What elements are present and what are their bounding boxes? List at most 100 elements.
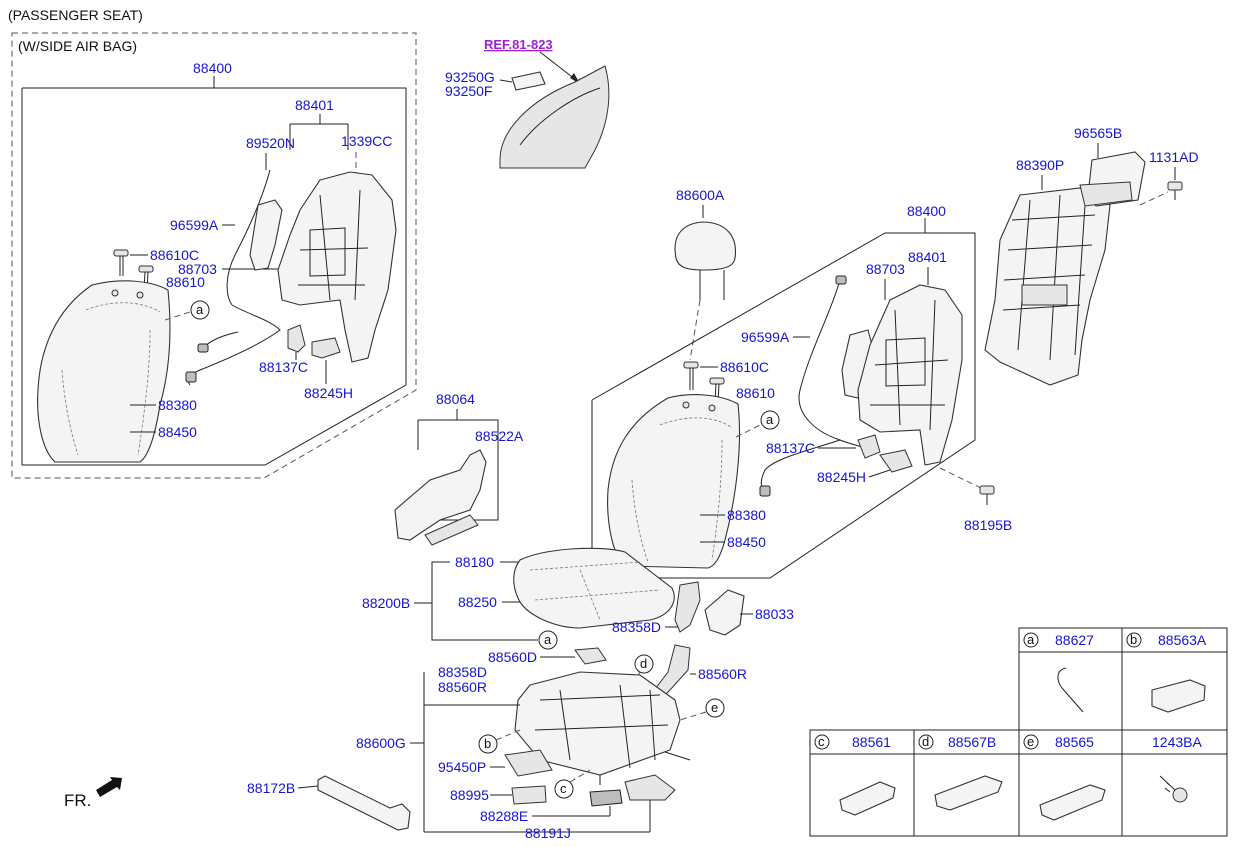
label-93250G[interactable]: 93250G bbox=[445, 69, 495, 85]
label-88245H-right[interactable]: 88245H bbox=[817, 469, 866, 485]
side-airbag-group: (W/SIDE AIR BAG) 88400 88401 89520N 1339… bbox=[11, 32, 417, 479]
label-88522A[interactable]: 88522A bbox=[475, 428, 524, 444]
ref-link[interactable]: REF.81-823 bbox=[484, 37, 553, 52]
cushion-group: 88180 88200B 88250 a 88033 88358D 88560R bbox=[362, 547, 794, 701]
legend-key-e: e bbox=[1027, 734, 1034, 749]
label-88137C-right[interactable]: 88137C bbox=[766, 440, 815, 456]
label-88450-left[interactable]: 88450 bbox=[158, 424, 197, 440]
callout-c: c bbox=[560, 781, 567, 796]
bolt-1131AD bbox=[1167, 181, 1183, 200]
seat-back-frame-right bbox=[857, 284, 963, 466]
recliner-88245H-right bbox=[879, 449, 913, 473]
label-96565B[interactable]: 96565B bbox=[1074, 125, 1122, 141]
label-96599A-left[interactable]: 96599A bbox=[170, 217, 219, 233]
label-88180[interactable]: 88180 bbox=[455, 554, 494, 570]
clip-88563A-icon bbox=[1151, 679, 1206, 713]
bolt-88195B bbox=[979, 485, 995, 505]
label-88610C-left[interactable]: 88610C bbox=[150, 247, 199, 263]
label-88400-right[interactable]: 88400 bbox=[907, 203, 946, 219]
seat-back-group-right: 88600A 88400 88401 88703 96599A bbox=[591, 187, 1012, 579]
legend-part-88627[interactable]: 88627 bbox=[1055, 632, 1094, 648]
diagram-title: (PASSENGER SEAT) bbox=[8, 7, 143, 23]
legend-part-88561[interactable]: 88561 bbox=[852, 734, 891, 750]
legend-key-c: c bbox=[818, 734, 825, 749]
label-88703-right[interactable]: 88703 bbox=[866, 261, 905, 277]
label-88401-left[interactable]: 88401 bbox=[295, 97, 334, 113]
label-88137C-left[interactable]: 88137C bbox=[259, 359, 308, 375]
back-panel-group: 88390P 96565B 1131AD bbox=[984, 125, 1199, 386]
legend-table: a 88627 b 88563A c 88561 d 88567B e 8856… bbox=[809, 627, 1228, 837]
module-96565B bbox=[1079, 151, 1146, 207]
label-88610C-right[interactable]: 88610C bbox=[720, 359, 769, 375]
clip-88627-icon bbox=[1057, 667, 1084, 713]
label-88703-left[interactable]: 88703 bbox=[178, 261, 217, 277]
label-1131AD[interactable]: 1131AD bbox=[1149, 149, 1199, 165]
side-cover-group: 88064 88522A bbox=[394, 391, 524, 546]
label-88600G[interactable]: 88600G bbox=[356, 735, 406, 751]
label-89520N-left[interactable]: 89520N bbox=[246, 135, 295, 151]
headrest-88600A bbox=[674, 221, 736, 300]
legend-part-88567B[interactable]: 88567B bbox=[948, 734, 996, 750]
callout-a-right: a bbox=[766, 412, 774, 427]
callout-d: d bbox=[640, 656, 647, 671]
side-airbag-group-label: (W/SIDE AIR BAG) bbox=[18, 38, 137, 54]
seat-back-cover-left bbox=[37, 280, 171, 463]
legend-key-b: b bbox=[1130, 632, 1137, 647]
label-88560D[interactable]: 88560D bbox=[488, 649, 537, 665]
label-93250F[interactable]: 93250F bbox=[445, 83, 492, 99]
clip-88565-icon bbox=[1039, 784, 1106, 821]
label-88600A[interactable]: 88600A bbox=[676, 187, 725, 203]
label-88610-left[interactable]: 88610 bbox=[166, 274, 205, 290]
recliner-88137C-right bbox=[857, 434, 881, 459]
label-88560R-top[interactable]: 88560R bbox=[698, 666, 747, 682]
callout-e: e bbox=[711, 700, 718, 715]
front-arrow-icon bbox=[96, 777, 122, 797]
label-88200B[interactable]: 88200B bbox=[362, 595, 410, 611]
seat-back-cover-right bbox=[607, 394, 741, 569]
label-88995[interactable]: 88995 bbox=[450, 787, 489, 803]
trim-strip-group: 88172B bbox=[247, 775, 411, 831]
callout-b: b bbox=[484, 736, 491, 751]
label-96599A-right[interactable]: 96599A bbox=[741, 329, 790, 345]
label-88250[interactable]: 88250 bbox=[458, 594, 497, 610]
label-1339CC-left[interactable]: 1339CC bbox=[341, 133, 392, 149]
label-88610-right[interactable]: 88610 bbox=[736, 385, 775, 401]
label-88245H-left[interactable]: 88245H bbox=[304, 385, 353, 401]
legend-part-88563A[interactable]: 88563A bbox=[1158, 632, 1207, 648]
label-88380-left[interactable]: 88380 bbox=[158, 397, 197, 413]
callout-a-left: a bbox=[196, 302, 204, 317]
headrest-guide-pin-88610C-right bbox=[683, 361, 699, 390]
callout-a-cushion: a bbox=[544, 632, 552, 647]
recliner-88245H-left bbox=[311, 337, 341, 359]
label-88172B[interactable]: 88172B bbox=[247, 780, 295, 796]
label-95450P[interactable]: 95450P bbox=[438, 759, 486, 775]
legend-part-88565[interactable]: 88565 bbox=[1055, 734, 1094, 750]
label-88390P[interactable]: 88390P bbox=[1016, 157, 1064, 173]
label-88191J[interactable]: 88191J bbox=[525, 825, 571, 841]
legend-part-1243BA[interactable]: 1243BA bbox=[1152, 734, 1202, 750]
screw-1243BA-icon bbox=[1159, 775, 1188, 803]
front-label: FR. bbox=[64, 791, 91, 810]
clip-88561-icon bbox=[839, 781, 896, 816]
recliner-88137C-left bbox=[287, 324, 306, 353]
label-88450-right[interactable]: 88450 bbox=[727, 534, 766, 550]
headrest-guide-pin-88610C bbox=[113, 249, 129, 276]
label-88195B[interactable]: 88195B bbox=[964, 517, 1012, 533]
clip-88567B-icon bbox=[934, 775, 1003, 811]
label-88358D[interactable]: 88358D bbox=[438, 664, 487, 680]
seat-track-group: 88560D d e b c 88358D 88560R 88600G 9545… bbox=[356, 647, 725, 841]
seat-back-frame-left bbox=[277, 171, 397, 363]
front-direction-indicator: FR. bbox=[64, 777, 122, 810]
label-88380-right[interactable]: 88380 bbox=[727, 507, 766, 523]
label-88560R[interactable]: 88560R bbox=[438, 679, 487, 695]
label-88033[interactable]: 88033 bbox=[755, 606, 794, 622]
label-88288E[interactable]: 88288E bbox=[480, 808, 528, 824]
label-88400-left[interactable]: 88400 bbox=[193, 60, 232, 76]
legend-key-d: d bbox=[922, 734, 929, 749]
ref-81-823-group: REF.81-823 93250G 93250F bbox=[445, 37, 610, 169]
label-88358D-top[interactable]: 88358D bbox=[612, 619, 661, 635]
legend-key-a: a bbox=[1027, 632, 1035, 647]
label-88401-right[interactable]: 88401 bbox=[908, 249, 947, 265]
label-88064[interactable]: 88064 bbox=[436, 391, 475, 407]
